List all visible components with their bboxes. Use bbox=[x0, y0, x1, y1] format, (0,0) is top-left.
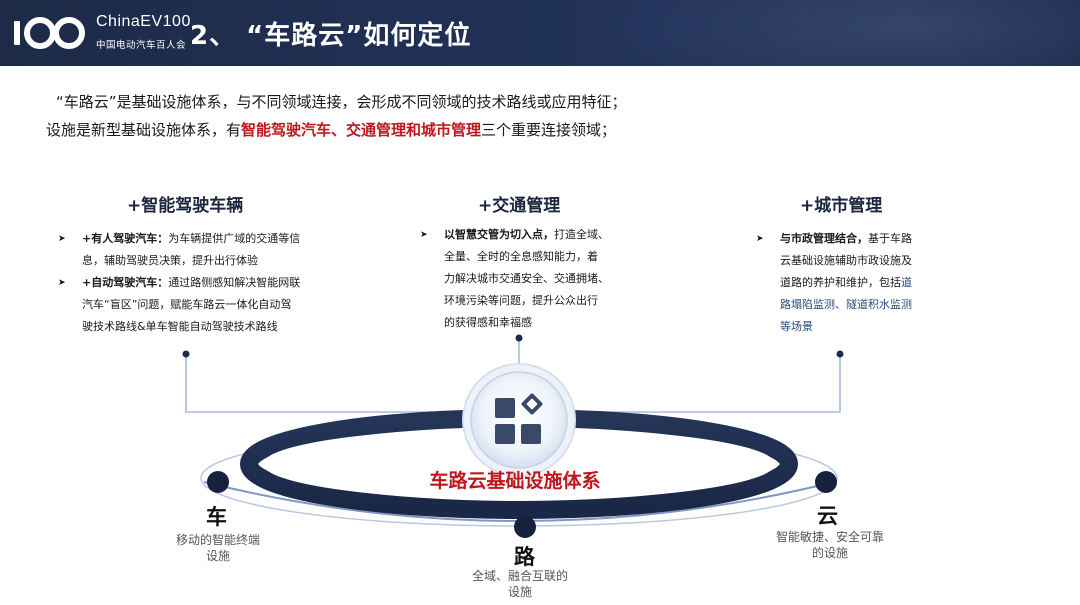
apps-icon bbox=[495, 393, 543, 444]
traffic-b1-bold: 以智慧交管为切入点， bbox=[444, 228, 554, 241]
page-title: 2、 “车路云”如何定位 bbox=[190, 21, 472, 51]
intro-line-1: “车路云”是基础设施体系，与不同领域连接，会形成不同领域的技术路线或应用特征； bbox=[56, 93, 627, 111]
connector-city bbox=[572, 354, 841, 413]
traffic-b1-line5: 的获得感和幸福感 bbox=[444, 316, 532, 329]
intro-line-2-pre: 设施是新型基础设施体系，有 bbox=[46, 121, 242, 139]
road-desc-line2: 设施 bbox=[507, 585, 532, 599]
city-b1-line5: 等场景 bbox=[780, 320, 813, 333]
intro-text: “车路云”是基础设施体系，与不同领域连接，会形成不同领域的技术路线或应用特征； … bbox=[46, 88, 627, 144]
connector-dot-vehicle bbox=[182, 350, 190, 358]
vehicle-title: +智能驾驶车辆 bbox=[127, 196, 244, 216]
city-bullet-1: ➤ 与市政管理结合，基于车路 云基础设施辅助市政设施及 道路的养护和维护，包括道… bbox=[756, 228, 946, 338]
city-b1-line4: 路塌陷监测、隧道积水监测 bbox=[780, 298, 912, 311]
vehicle-bullets: ➤ +有人驾驶汽车：为车辆提供广域的交通等信 息，辅助驾驶员决策，提升出行体验 … bbox=[58, 228, 348, 338]
vehicle-b2-line2: 汽车“盲区”问题，赋能车路云一体化自动驾 bbox=[82, 298, 292, 311]
vehicle-b2-line1: 通过路侧感知解决智能网联 bbox=[168, 276, 301, 289]
road-desc-line1: 全域、融合互联的 bbox=[471, 569, 568, 583]
connector-dot-city bbox=[836, 350, 844, 358]
city-b1-bold: 与市政管理结合， bbox=[780, 232, 868, 245]
cloud-label: 云 bbox=[817, 504, 838, 528]
car-desc-line2: 设施 bbox=[205, 549, 230, 563]
traffic-title: +交通管理 bbox=[478, 196, 561, 216]
header-gloss bbox=[600, 0, 1080, 66]
intro-line-2: 设施是新型基础设施体系，有智能驾驶汽车、交通管理和城市管理三个重要连接领域； bbox=[46, 116, 627, 144]
vehicle-b1-bold: +有人驾驶汽车： bbox=[82, 232, 169, 245]
car-label: 车 bbox=[206, 505, 227, 529]
connector-vehicle bbox=[185, 354, 470, 413]
vehicle-b1-line1: 为车辆提供广域的交通等信 bbox=[168, 232, 301, 245]
vehicle-b2-line3: 驶技术路线&单车智能自动驾驶技术路线 bbox=[82, 320, 278, 333]
bullet-arrow-icon: ➤ bbox=[58, 234, 66, 244]
cloud-desc-line1: 智能敏捷、安全可靠 bbox=[775, 530, 884, 544]
city-b1-line3-blue: 道 bbox=[901, 276, 912, 289]
car-desc: 移动的智能终端 设施 bbox=[160, 532, 276, 564]
center-label: 车路云基础设施体系 bbox=[429, 470, 601, 492]
city-b1-line3: 道路的养护和维护，包括 bbox=[780, 276, 901, 289]
cloud-desc: 智能敏捷、安全可靠 的设施 bbox=[762, 529, 898, 561]
city-title: +城市管理 bbox=[800, 196, 883, 216]
intro-line-2-post: 三个重要连接领域； bbox=[481, 121, 617, 139]
vehicle-bullet-1: ➤ +有人驾驶汽车：为车辆提供广域的交通等信 息，辅助驾驶员决策，提升出行体验 bbox=[58, 228, 348, 272]
vehicle-bullet-2: ➤ +自动驾驶汽车：通过路侧感知解决智能网联 汽车“盲区”问题，赋能车路云一体化… bbox=[58, 272, 348, 338]
logo-chinese: 中国电动汽车百人会 bbox=[96, 40, 187, 51]
node-car bbox=[207, 471, 229, 493]
city-b1-line1: 基于车路 bbox=[868, 232, 912, 245]
city-b1-line2: 云基础设施辅助市政设施及 bbox=[780, 254, 912, 267]
city-bullets: ➤ 与市政管理结合，基于车路 云基础设施辅助市政设施及 道路的养护和维护，包括道… bbox=[756, 228, 946, 338]
traffic-b1-line1: 打造全域、 bbox=[554, 228, 609, 241]
road-label: 路 bbox=[514, 545, 535, 569]
traffic-b1-line3: 力解决城市交通安全、交通拥堵、 bbox=[444, 272, 609, 285]
bullet-arrow-icon: ➤ bbox=[420, 230, 428, 240]
road-desc: 全域、融合互联的 设施 bbox=[458, 568, 582, 600]
header-bar: ChinaEV100 中国电动汽车百人会 2、 “车路云”如何定位 bbox=[0, 0, 1080, 66]
traffic-bullet-1: ➤ 以智慧交管为切入点，打造全域、 全量、全时的全息感知能力，着 力解决城市交通… bbox=[420, 224, 630, 334]
connector-dot-traffic bbox=[515, 334, 523, 342]
cloud-desc-line2: 的设施 bbox=[811, 546, 848, 560]
logo-english: ChinaEV100 bbox=[96, 13, 191, 30]
node-road bbox=[514, 516, 536, 538]
bullet-arrow-icon: ➤ bbox=[756, 234, 764, 244]
traffic-b1-line2: 全量、全时的全息感知能力，着 bbox=[444, 250, 598, 263]
vehicle-b2-bold: +自动驾驶汽车： bbox=[82, 276, 169, 289]
car-desc-line1: 移动的智能终端 bbox=[175, 533, 260, 547]
traffic-b1-line4: 环境污染等问题，提升公众出行 bbox=[444, 294, 598, 307]
node-cloud bbox=[815, 471, 837, 493]
traffic-bullets: ➤ 以智慧交管为切入点，打造全域、 全量、全时的全息感知能力，着 力解决城市交通… bbox=[420, 224, 630, 334]
vehicle-b1-line2: 息，辅助驾驶员决策，提升出行体验 bbox=[82, 254, 258, 267]
logo-100-icon bbox=[14, 17, 85, 49]
bullet-arrow-icon: ➤ bbox=[58, 278, 66, 288]
hub-circle bbox=[470, 371, 568, 469]
intro-highlight: 智能驾驶汽车、交通管理和城市管理 bbox=[241, 121, 482, 139]
